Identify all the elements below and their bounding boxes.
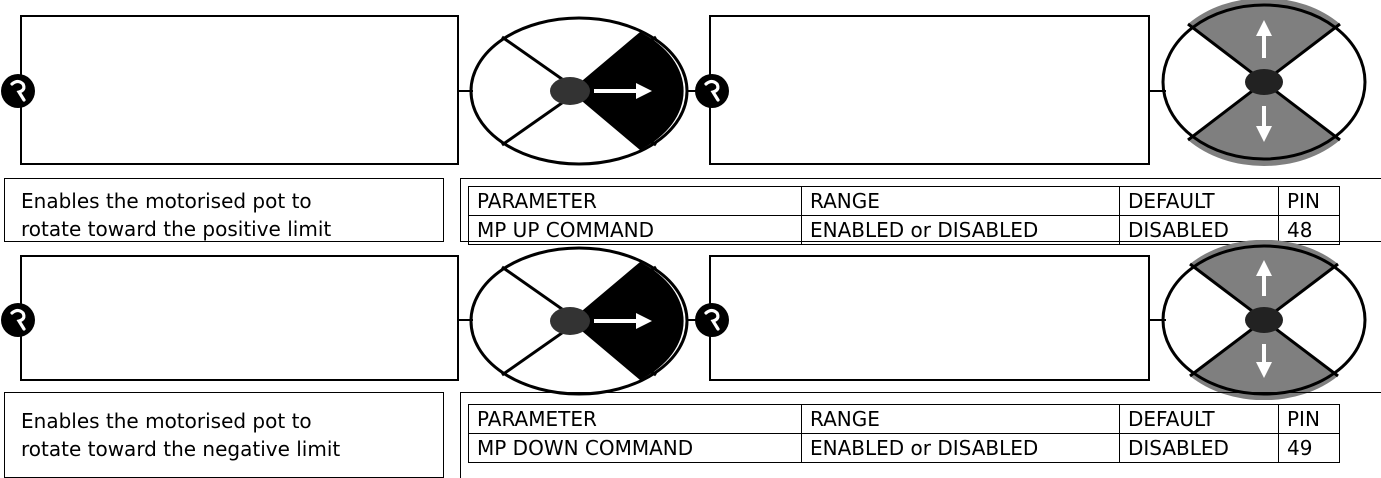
connector-line xyxy=(1150,319,1166,321)
cell-parameter: MP DOWN COMMAND xyxy=(468,433,802,463)
header-default: DEFAULT xyxy=(1119,186,1279,216)
r-marker-icon xyxy=(695,303,729,337)
header-default: DEFAULT xyxy=(1119,404,1279,434)
cell-parameter: MP UP COMMAND xyxy=(468,215,802,245)
cell-range: ENABLED or DISABLED xyxy=(801,215,1120,245)
parameter-table: PARAMETER RANGE DEFAULT PIN MP UP COMMAN… xyxy=(468,186,1340,245)
description-box: Enables the motorised pot to rotate towa… xyxy=(4,178,444,242)
description-line: rotate toward the positive limit xyxy=(21,217,332,241)
table-frame xyxy=(460,392,1381,478)
header-parameter: PARAMETER xyxy=(468,186,802,216)
up-down-arrow-dial-icon[interactable] xyxy=(1160,240,1368,400)
display-box-left xyxy=(20,15,459,165)
connector-line xyxy=(459,90,473,92)
cell-range: ENABLED or DISABLED xyxy=(801,433,1120,463)
header-range: RANGE xyxy=(801,186,1120,216)
description-line: rotate toward the negative limit xyxy=(21,437,341,461)
connector-line xyxy=(459,319,473,321)
cell-default: DISABLED xyxy=(1119,215,1279,245)
r-marker-icon xyxy=(695,74,729,108)
display-box-right xyxy=(709,255,1150,381)
r-marker-icon xyxy=(1,303,35,337)
connector-line xyxy=(1150,90,1166,92)
cell-default: DISABLED xyxy=(1119,433,1279,463)
table-header-row: PARAMETER RANGE DEFAULT PIN xyxy=(468,186,1340,216)
description-box: Enables the motorised pot to rotate towa… xyxy=(4,392,444,478)
r-marker-icon xyxy=(1,74,35,108)
right-arrow-dial-icon[interactable] xyxy=(468,15,690,167)
header-pin: PIN xyxy=(1278,186,1340,216)
table-row: MP DOWN COMMAND ENABLED or DISABLED DISA… xyxy=(468,433,1340,463)
table-header-row: PARAMETER RANGE DEFAULT PIN xyxy=(468,404,1340,434)
header-range: RANGE xyxy=(801,404,1120,434)
right-arrow-dial-icon[interactable] xyxy=(468,245,690,397)
table-row: MP UP COMMAND ENABLED or DISABLED DISABL… xyxy=(468,215,1340,245)
display-box-right xyxy=(709,15,1150,165)
parameter-table: PARAMETER RANGE DEFAULT PIN MP DOWN COMM… xyxy=(468,404,1340,463)
description-line: Enables the motorised pot to xyxy=(21,409,312,433)
up-down-arrow-dial-icon[interactable] xyxy=(1160,0,1368,170)
description-line: Enables the motorised pot to xyxy=(21,189,312,213)
header-parameter: PARAMETER xyxy=(468,404,802,434)
cell-pin: 48 xyxy=(1278,215,1340,245)
cell-pin: 49 xyxy=(1278,433,1340,463)
display-box-left xyxy=(20,255,459,381)
header-pin: PIN xyxy=(1278,404,1340,434)
